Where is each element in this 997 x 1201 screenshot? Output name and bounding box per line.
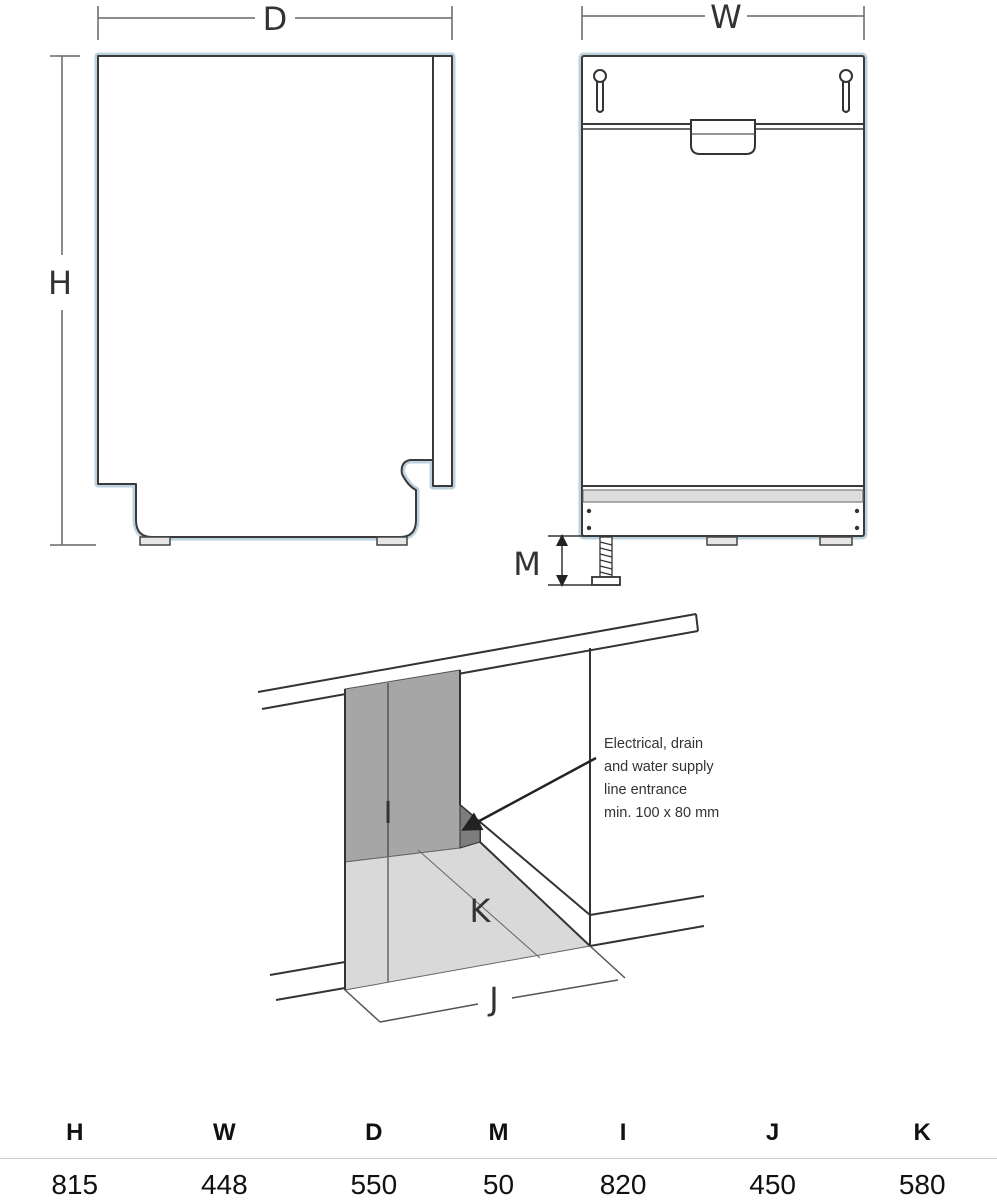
value-i: 820 [548, 1159, 698, 1201]
header-k: K [847, 1108, 997, 1159]
value-j: 450 [698, 1159, 848, 1201]
header-m: M [449, 1108, 549, 1159]
width-label: W [710, 0, 742, 36]
side-body-outline [98, 56, 452, 537]
value-m: 50 [449, 1159, 549, 1201]
header-w: W [150, 1108, 300, 1159]
entrance-pointer-arrow [470, 758, 596, 826]
value-h: 815 [0, 1159, 150, 1201]
plinth-strip [583, 490, 863, 502]
niche-floor [345, 842, 590, 990]
side-foot-back [377, 537, 407, 545]
countertop [258, 614, 698, 709]
entrance-note-line-1: Electrical, drain [604, 736, 703, 752]
foot-height-dimension [548, 536, 592, 585]
niche-depth-label: K [470, 892, 492, 930]
header-h: H [0, 1108, 150, 1159]
utility-entrance-box [460, 805, 480, 848]
header-i: I [548, 1108, 698, 1159]
left-cabinet-plinth [270, 689, 345, 1000]
niche-width-label: J [487, 980, 498, 1018]
dishwasher-installation-diagram: D H W [0, 0, 997, 1090]
header-d: D [299, 1108, 449, 1159]
value-d: 550 [299, 1159, 449, 1201]
front-foot-middle [707, 537, 737, 545]
height-label: H [48, 264, 72, 302]
niche-height-label: I [384, 796, 393, 831]
entrance-note-line-3: line entrance [604, 782, 687, 798]
front-view: W [513, 0, 864, 585]
value-k: 580 [847, 1159, 997, 1201]
entrance-note-line-2: and water supply [604, 759, 714, 775]
dimensions-header-row: H W D M I J K [0, 1108, 997, 1159]
side-foot-front [140, 537, 170, 545]
side-view: D H [48, 0, 452, 545]
front-foot-right [820, 537, 852, 545]
header-j: J [698, 1108, 848, 1159]
entrance-note-line-4: min. 100 x 80 mm [604, 805, 719, 821]
value-w: 448 [150, 1159, 300, 1201]
niche-view: I K J Electrical, drain and water supply… [258, 614, 719, 1022]
niche-back-wall [345, 670, 460, 862]
adjustable-foot-icon [592, 537, 620, 585]
door-handle-recess [691, 120, 755, 154]
dimensions-table: H W D M I J K 815 448 550 50 820 450 580 [0, 1108, 997, 1201]
foot-height-label: M [513, 545, 541, 583]
depth-label: D [263, 0, 288, 38]
dimensions-value-row: 815 448 550 50 820 450 580 [0, 1159, 997, 1201]
